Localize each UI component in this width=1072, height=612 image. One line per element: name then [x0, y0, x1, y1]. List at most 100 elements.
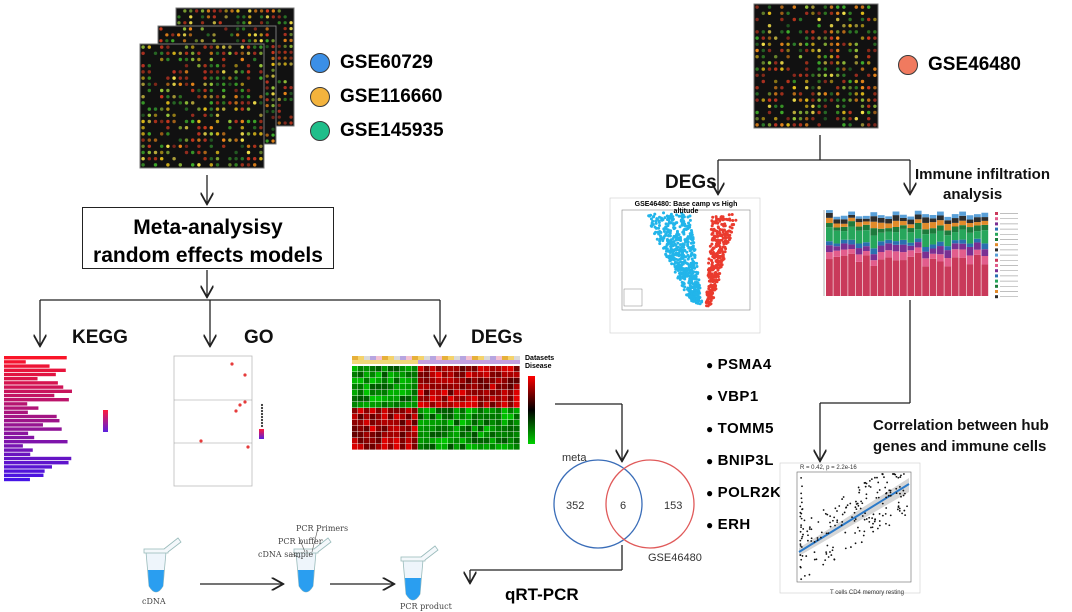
heatmap-cell — [364, 414, 370, 420]
microarray-spot — [221, 45, 226, 49]
microarray-spot — [265, 74, 269, 78]
microarray-spot — [159, 45, 164, 49]
heatmap-cell — [364, 420, 370, 426]
microarray-spot — [172, 70, 176, 74]
microarray-spot — [153, 138, 158, 142]
microarray-spot — [159, 88, 164, 93]
microarray-spot — [767, 61, 772, 65]
microarray-spot — [271, 103, 275, 108]
microarray-spot — [860, 92, 865, 96]
microarray-spot — [259, 70, 263, 74]
microarray-spot — [197, 63, 201, 68]
microarray-spot — [141, 119, 145, 124]
microarray-spot — [817, 61, 821, 65]
heatmap-cell — [508, 438, 514, 444]
kegg-bar — [4, 456, 72, 461]
microarray-spot — [755, 5, 759, 9]
microarray-spot — [190, 45, 195, 49]
microarray-spot — [240, 156, 245, 161]
heatmap-cell — [472, 384, 478, 390]
microarray-spot — [166, 88, 170, 93]
microarray-spot — [252, 119, 257, 124]
microarray-spot — [184, 101, 189, 105]
heatmap-annotation — [412, 360, 418, 364]
heatmap-cell — [406, 426, 412, 432]
heatmap-cell — [352, 402, 358, 408]
microarray-spot — [221, 82, 226, 87]
kegg-bar — [4, 461, 69, 465]
microarray-spot — [786, 67, 790, 71]
microarray-spot — [248, 15, 252, 19]
microarray-spot — [866, 30, 871, 34]
microarray-spot — [241, 27, 246, 31]
heatmap-cell — [508, 426, 514, 432]
microarray-spot — [811, 98, 815, 102]
microarray-spot — [166, 150, 170, 155]
volcano-point — [654, 219, 658, 223]
microarray-spot — [854, 42, 859, 47]
microarray-spot — [234, 107, 238, 111]
microarray-spot — [755, 67, 759, 71]
kegg-bar — [4, 381, 58, 385]
microarray-spot — [159, 107, 164, 111]
microarray-spot — [786, 23, 790, 28]
microarray-spot — [209, 113, 214, 118]
microarray-spot — [289, 85, 293, 90]
heatmap-cell — [370, 444, 376, 450]
heatmap-cell — [454, 438, 460, 444]
microarray-spot — [829, 79, 834, 84]
heatmap-cell — [502, 414, 508, 420]
microarray-spot — [248, 9, 252, 13]
microarray-spot — [277, 97, 281, 102]
heatmap-cell — [484, 366, 490, 372]
heatmap-annotation — [490, 360, 496, 364]
heatmap-cell — [514, 408, 520, 414]
heatmap-cell — [436, 438, 442, 444]
heatmap-cell — [490, 402, 496, 408]
heatmap-cell — [436, 402, 442, 408]
heatmap-cell — [376, 408, 382, 414]
heatmap-cell — [364, 378, 370, 384]
heatmap-cell — [358, 414, 364, 420]
heatmap-cell — [376, 432, 382, 438]
microarray-spot — [252, 144, 257, 149]
heatmap-cell — [370, 378, 376, 384]
microarray-spot — [277, 50, 281, 54]
heatmap-cell — [412, 444, 418, 450]
microarray-spot — [259, 156, 263, 161]
heatmap-cell — [370, 402, 376, 408]
microarray-spot — [817, 110, 821, 115]
microarray-spot — [234, 138, 238, 142]
microarray-spot — [178, 82, 183, 87]
microarray-spot — [842, 123, 846, 127]
microarray-spot — [873, 36, 877, 40]
heatmap-annotation — [370, 360, 376, 364]
microarray-spot — [194, 39, 199, 43]
microarray-spot — [141, 70, 145, 74]
microarray-spot — [817, 73, 821, 78]
heatmap-cell — [382, 414, 388, 420]
heatmap-cell — [496, 408, 502, 414]
microarray-spot — [221, 76, 226, 80]
heatmap-cell — [400, 366, 406, 372]
heatmap-cell — [478, 426, 484, 432]
heatmap-cell — [478, 372, 484, 378]
microarray-spot — [283, 85, 287, 90]
heatmap-cell — [490, 396, 496, 402]
kegg-bar — [4, 427, 62, 431]
heatmap-annotation — [388, 360, 394, 364]
microarray-spot — [221, 138, 226, 142]
heatmap-cell — [484, 384, 490, 390]
heatmap-cell — [382, 438, 388, 444]
heatmap-cell — [412, 432, 418, 438]
heatmap-cell — [484, 414, 490, 420]
volcano-point — [715, 232, 719, 236]
microarray-spot — [767, 98, 772, 102]
microarray-spot — [289, 21, 293, 25]
heatmap-cell — [430, 378, 436, 384]
microarray-spot — [804, 61, 809, 65]
microarray-spot — [848, 92, 852, 96]
heatmap-cell — [466, 372, 472, 378]
microarray-spot — [221, 88, 226, 93]
